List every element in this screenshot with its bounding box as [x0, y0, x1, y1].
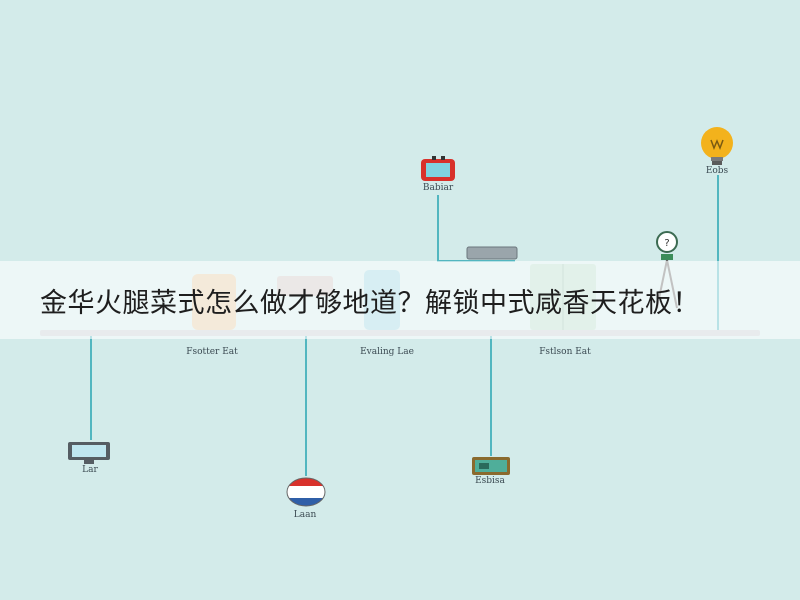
lightbulb-icon: [701, 127, 733, 165]
page-title: 金华火腿菜式怎么做才够地道？解锁中式咸香天花板！: [40, 288, 700, 319]
radio-icon: [472, 457, 510, 475]
label-lightbulb: Eobs: [705, 166, 729, 176]
svg-text:?: ?: [664, 238, 669, 249]
label-item-3: Fstlson Eat: [539, 347, 591, 357]
device-icon: [466, 246, 518, 260]
stem-tv: [437, 195, 439, 260]
label-radio: Esbisa: [475, 476, 505, 486]
label-monitor: Lar: [82, 465, 98, 475]
label-item-1: Fsotter Eat: [186, 347, 238, 357]
label-tv: Babiar: [422, 183, 454, 193]
label-ball: Laan: [293, 510, 317, 520]
stem-ball: [305, 336, 307, 476]
ball-icon: [286, 477, 326, 507]
title-banner: [0, 261, 800, 339]
stem-monitor: [90, 336, 92, 440]
tv-icon: [421, 156, 455, 181]
monitor-icon: [68, 442, 110, 464]
stem-radio: [490, 336, 492, 456]
stem-lightbulb: [717, 175, 719, 330]
label-item-2: Evaling Lae: [360, 347, 414, 357]
